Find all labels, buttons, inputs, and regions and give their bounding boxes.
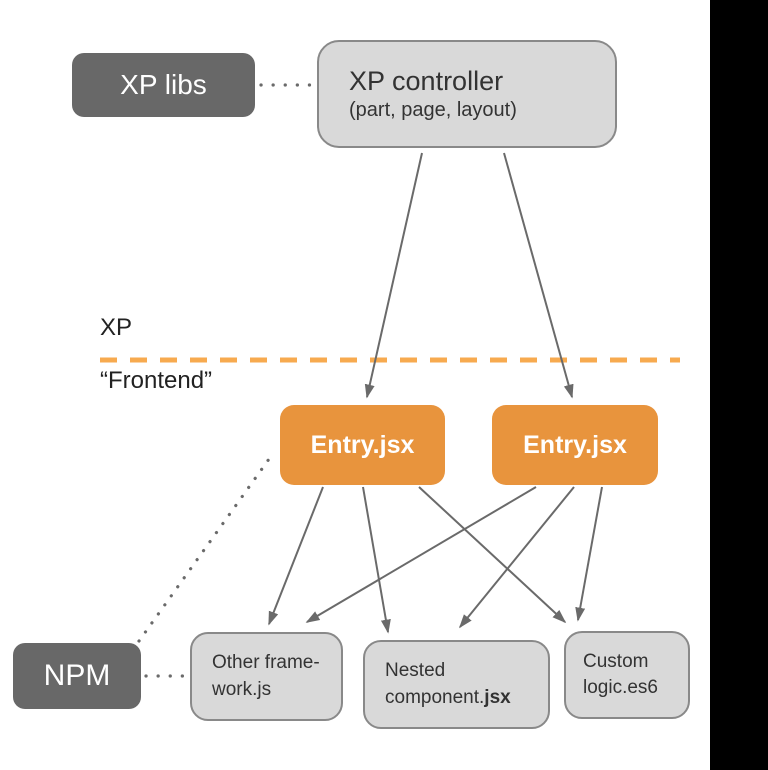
- custom-logic-line1: Custom: [583, 650, 649, 672]
- arrow-entry-right-to-otherframework: [305, 486, 537, 623]
- arrow-entry-left-to-otherframework: [268, 486, 324, 626]
- zone-label-frontend: “Frontend”: [100, 367, 213, 394]
- other-framework-line1: Other frame-: [212, 652, 320, 674]
- node-custom-logic-es6: Custom logic.es6: [564, 631, 690, 719]
- arrow-entry-left-to-nestedcomponent: [362, 486, 391, 634]
- node-entry-jsx-left: Entry.jsx: [280, 405, 445, 485]
- custom-logic-line2: logic.es6: [583, 677, 658, 698]
- nested-component-line2: component.jsx: [385, 686, 511, 708]
- node-entry-jsx-right: Entry.jsx: [492, 405, 658, 485]
- arrow-entry-right-to-nestedcomponent: [458, 486, 575, 629]
- zone-label-xp: XP: [100, 314, 133, 341]
- right-black-bar: [710, 0, 768, 770]
- arrow-entry-left-to-customlogic: [418, 486, 567, 624]
- node-xp-controller: XP controller (part, page, layout): [317, 40, 617, 148]
- dotted-link-npm-to-entry-left: [137, 450, 276, 643]
- nested-component-jsx-bold: jsx: [484, 686, 511, 708]
- entry-jsx-right-label: Entry.jsx: [523, 430, 627, 459]
- entry-jsx-left-label: Entry.jsx: [310, 430, 415, 459]
- node-xp-libs: XP libs: [72, 53, 255, 117]
- node-other-framework-js: Other frame- work.js: [190, 632, 343, 721]
- nested-component-line1: Nested: [385, 660, 446, 682]
- xp-controller-title: XP controller: [349, 65, 504, 96]
- node-npm: NPM: [13, 643, 141, 709]
- xp-controller-subtitle: (part, page, layout): [349, 99, 517, 122]
- npm-label: NPM: [43, 659, 111, 692]
- arrow-entry-right-to-customlogic: [575, 486, 603, 622]
- arrow-controller-to-entry-right: [503, 152, 574, 399]
- node-nested-component-jsx: Nested component.jsx: [363, 640, 550, 729]
- arrow-controller-to-entry-left: [364, 152, 423, 399]
- other-framework-line2: work.js: [212, 678, 272, 700]
- xp-libs-label: XP libs: [120, 69, 207, 100]
